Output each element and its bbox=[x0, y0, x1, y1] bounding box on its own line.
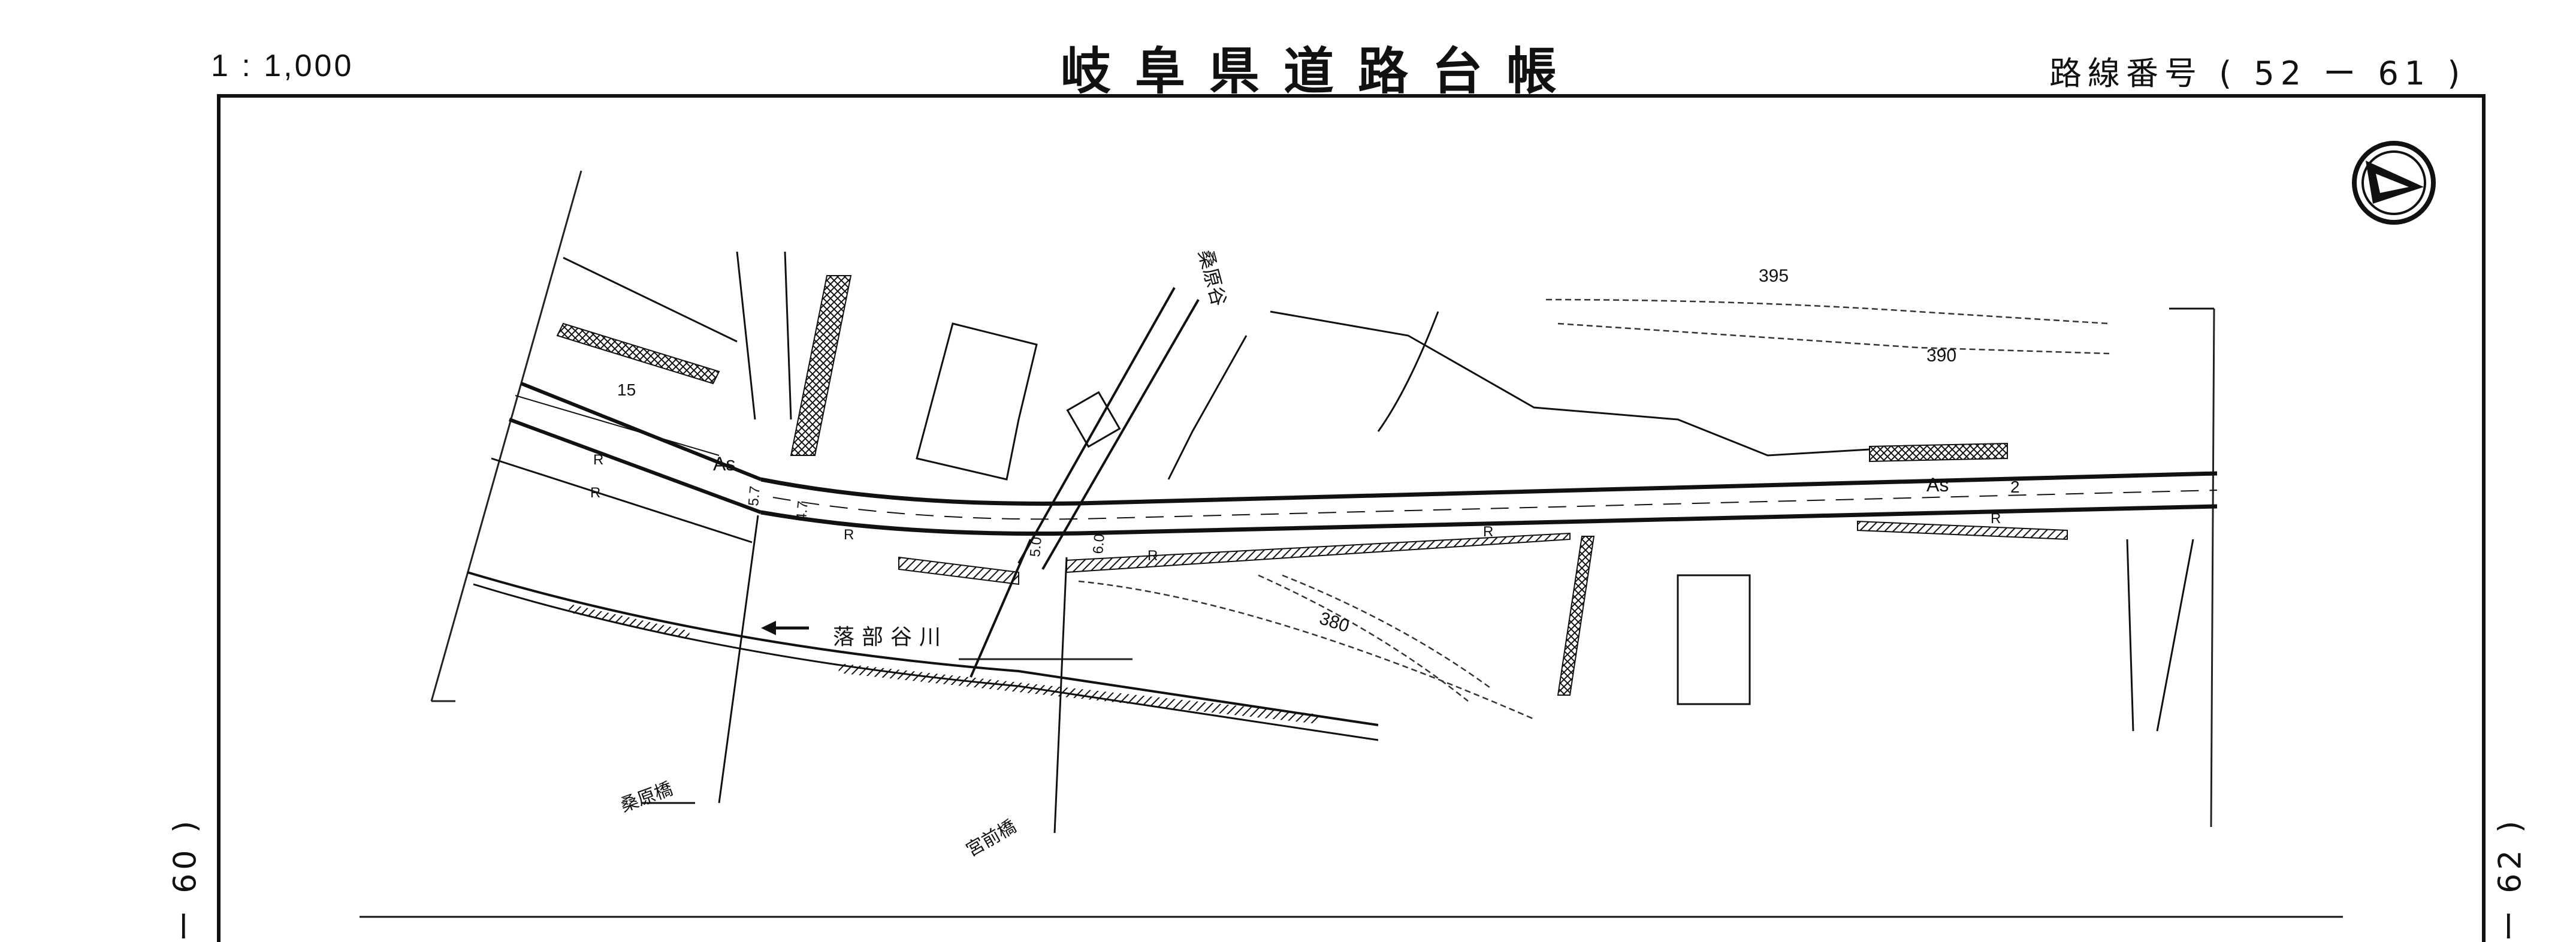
main-road bbox=[491, 382, 2218, 544]
dim-4-7: 4.7 bbox=[793, 500, 811, 522]
dim-5-7: 5.7 bbox=[745, 485, 763, 507]
contour-label-395: 395 bbox=[1759, 266, 1789, 286]
road-marker-r: R bbox=[1147, 548, 1158, 564]
river-ochibetani bbox=[467, 571, 1379, 741]
road-surface-right: As bbox=[1926, 474, 1949, 496]
map-scale: 1 : 1,000 bbox=[211, 49, 354, 83]
road-surface-left: As bbox=[713, 453, 735, 475]
route-number: 路線番号 ( 52 ー 61 ) bbox=[2049, 47, 2466, 94]
river-name: 落部谷川 bbox=[833, 625, 948, 650]
buildings bbox=[916, 322, 1751, 705]
contour-lines bbox=[1078, 298, 2110, 720]
road-marker-r: R bbox=[1483, 524, 1493, 540]
survey-boundary bbox=[430, 170, 2215, 828]
retaining-walls bbox=[556, 275, 2068, 696]
bridge-miyamae: 宮前橋 bbox=[963, 816, 1020, 861]
map-frame bbox=[217, 94, 2486, 942]
road-marker-r: R bbox=[1991, 511, 2001, 527]
bridge-kuwabara: 桑原橋 bbox=[618, 778, 676, 817]
road-width-left: 15 bbox=[617, 381, 636, 399]
road-width-right: 2 bbox=[2010, 478, 2020, 496]
dim-6-0: 6.0 bbox=[1090, 533, 1108, 555]
road-marker-r: R bbox=[593, 452, 603, 468]
contour-label-390: 390 bbox=[1926, 346, 1956, 366]
route-number-value: ( 52 ー 61 ) bbox=[2219, 55, 2466, 92]
dim-5-0: 5.0 bbox=[1027, 536, 1045, 558]
north-arrow-icon bbox=[2352, 141, 2436, 225]
route-label: 路線番号 bbox=[2049, 55, 2203, 92]
side-road bbox=[970, 287, 1200, 678]
road-marker-r: R bbox=[590, 485, 600, 501]
contour-label-380: 380 bbox=[1317, 608, 1352, 636]
bridges bbox=[641, 515, 1068, 834]
arrow-left-icon bbox=[761, 621, 809, 635]
terrain-edges bbox=[563, 251, 2214, 732]
side-road-name: 桑原谷 bbox=[1194, 247, 1231, 309]
road-marker-r: R bbox=[844, 527, 854, 543]
page-title: 岐阜県道路台帳 bbox=[1061, 42, 1581, 101]
